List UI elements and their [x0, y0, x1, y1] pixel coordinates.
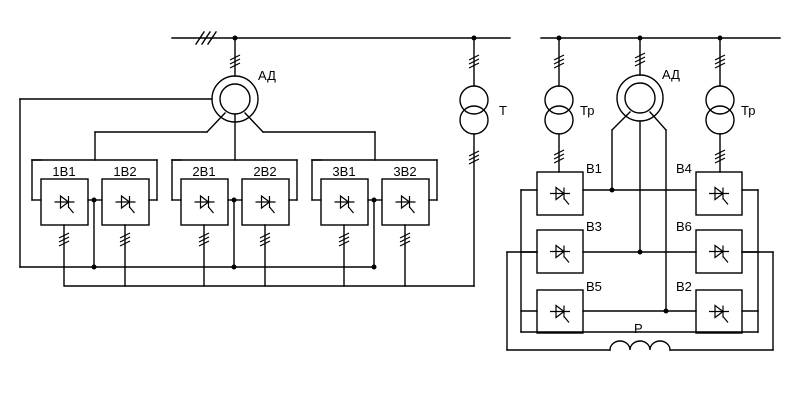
left-transformer-label: Т	[499, 103, 507, 118]
right-schematic: Тр АД	[506, 35, 781, 351]
thyristor-icon	[709, 186, 729, 205]
converter-groups: 1В1 1В2 2В1 2В2 3В1 3В2	[31, 159, 438, 287]
thyristor-icon	[395, 194, 416, 214]
left-motor-label: АД	[258, 68, 276, 83]
reactor-label: Р	[634, 321, 643, 336]
valve-label: В4	[676, 161, 692, 176]
thyristor-icon	[334, 194, 355, 214]
valve-label: 3В2	[393, 164, 416, 179]
valve-3phase-mark	[58, 232, 70, 247]
valve-label: 2В2	[253, 164, 276, 179]
valve-label: 1В2	[113, 164, 136, 179]
motor-feed-3phase-mark	[229, 54, 241, 69]
valve-label: В2	[676, 279, 692, 294]
junction-dot	[371, 264, 377, 270]
valve-3В2	[381, 178, 430, 226]
thyristor-icon	[54, 194, 75, 214]
valve-1В1	[40, 178, 89, 226]
converter-group-1: 1В1 1В2	[31, 159, 158, 287]
valve-В4	[695, 171, 743, 216]
right-motor-3phase-mark	[634, 52, 646, 67]
valve-3phase-mark	[198, 232, 210, 247]
thyristor-icon	[255, 194, 276, 214]
converter-group-2: 2В1 2В2	[171, 159, 298, 287]
thyristor-icon	[550, 186, 570, 205]
right-tr2-top-3phase-mark	[714, 54, 726, 69]
valve-В6	[695, 229, 743, 274]
left-bus-3phase-mark	[195, 31, 217, 45]
valve-В5	[536, 289, 584, 334]
valve-2В1	[180, 178, 229, 226]
valve-3phase-mark	[399, 232, 411, 247]
junction-dot	[231, 264, 237, 270]
right-tr1-top-3phase-mark	[553, 54, 565, 69]
thyristor-icon	[550, 304, 570, 323]
valve-label: 2В1	[192, 164, 215, 179]
right-transformer-right-symbol	[705, 85, 735, 135]
thyristor-icon	[709, 244, 729, 263]
valve-2В2	[241, 178, 290, 226]
valve-3phase-mark	[259, 232, 271, 247]
valve-label: В6	[676, 219, 692, 234]
right-motor-label: АД	[662, 67, 680, 82]
transformer-bottom-3phase-mark	[468, 150, 480, 165]
right-transformer-right-label: Тр	[741, 103, 755, 118]
valve-3phase-mark	[119, 232, 131, 247]
converter-group-3: 3В1 3В2	[311, 159, 438, 287]
valve-label: В1	[586, 161, 602, 176]
valve-label: В3	[586, 219, 602, 234]
thyristor-icon	[115, 194, 136, 214]
thyristor-icon	[550, 244, 570, 263]
right-transformer-left-symbol	[544, 85, 574, 135]
valve-label: 1В1	[52, 164, 75, 179]
right-motor-symbol	[616, 74, 664, 122]
valve-label: В5	[586, 279, 602, 294]
thyristor-icon	[709, 304, 729, 323]
valve-В3	[536, 229, 584, 274]
right-tr2-bottom-3phase-mark	[714, 149, 726, 164]
transformer-top-3phase-mark	[468, 54, 480, 69]
valve-В1	[536, 171, 584, 216]
valve-3В1	[320, 178, 369, 226]
valve-В2	[695, 289, 743, 334]
valve-1В2	[101, 178, 150, 226]
junction-dot	[91, 264, 97, 270]
left-transformer-symbol	[459, 85, 489, 135]
valve-label: 3В1	[332, 164, 355, 179]
thyristor-icon	[194, 194, 215, 214]
right-transformer-left-label: Тр	[580, 103, 594, 118]
right-tr1-bottom-3phase-mark	[553, 149, 565, 164]
left-schematic: АД Т 1В1 1В2 2В1 2В2	[19, 31, 511, 287]
valve-3phase-mark	[338, 232, 350, 247]
reactor-symbol	[609, 340, 671, 351]
